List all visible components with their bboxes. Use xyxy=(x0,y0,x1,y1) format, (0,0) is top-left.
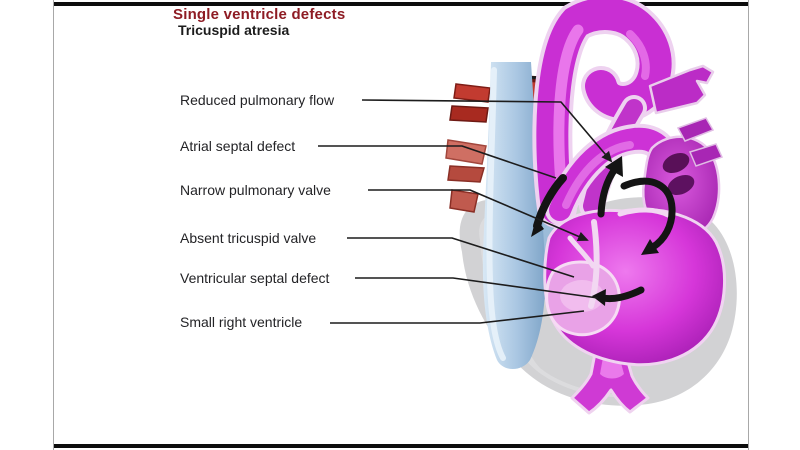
label-reduced-pulmonary-flow: Reduced pulmonary flow xyxy=(180,92,335,108)
atrium-flow-arrow xyxy=(620,177,676,251)
page-subtitle: Tricuspid atresia xyxy=(178,22,290,38)
slide-left-border xyxy=(53,0,54,450)
vena-cava xyxy=(482,62,569,369)
slide-top-bar xyxy=(54,2,748,6)
leader-absent-tricuspid-valve xyxy=(347,237,575,278)
page-title: Single ventricle defects xyxy=(173,6,346,23)
flow-arrows xyxy=(531,156,676,306)
leader-narrow-pulmonary-valve xyxy=(368,189,589,242)
slide-right-border xyxy=(748,0,749,450)
pulmonary-flow-arrow xyxy=(597,165,619,218)
leader-reduced-pulmonary-flow xyxy=(361,99,613,163)
pulmonary-vein-opening xyxy=(662,152,690,174)
right-pulmonary-branch xyxy=(648,64,715,115)
label-absent-tricuspid-valve: Absent tricuspid valve xyxy=(180,230,317,246)
vsd-flow-arrow xyxy=(599,286,645,303)
label-ventricular-septal-defect: Ventricular septal defect xyxy=(180,270,330,286)
leader-atrial-septal-defect xyxy=(318,145,557,179)
septum-lines xyxy=(567,207,671,309)
pulmonary-vein-opening xyxy=(667,174,695,196)
pulmonary-vein-stub xyxy=(688,143,724,167)
label-atrial-septal-defect: Atrial septal defect xyxy=(180,138,296,154)
leader-lines xyxy=(318,99,613,324)
leader-ventricular-septal-defect xyxy=(355,277,599,299)
leader-small-right-ventricle xyxy=(330,310,585,324)
label-narrow-pulmonary-valve: Narrow pulmonary valve xyxy=(180,182,331,198)
slide-bottom-bar xyxy=(54,444,748,448)
pulmonary-vein-stub xyxy=(676,117,715,142)
label-small-right-ventricle: Small right ventricle xyxy=(180,314,303,330)
